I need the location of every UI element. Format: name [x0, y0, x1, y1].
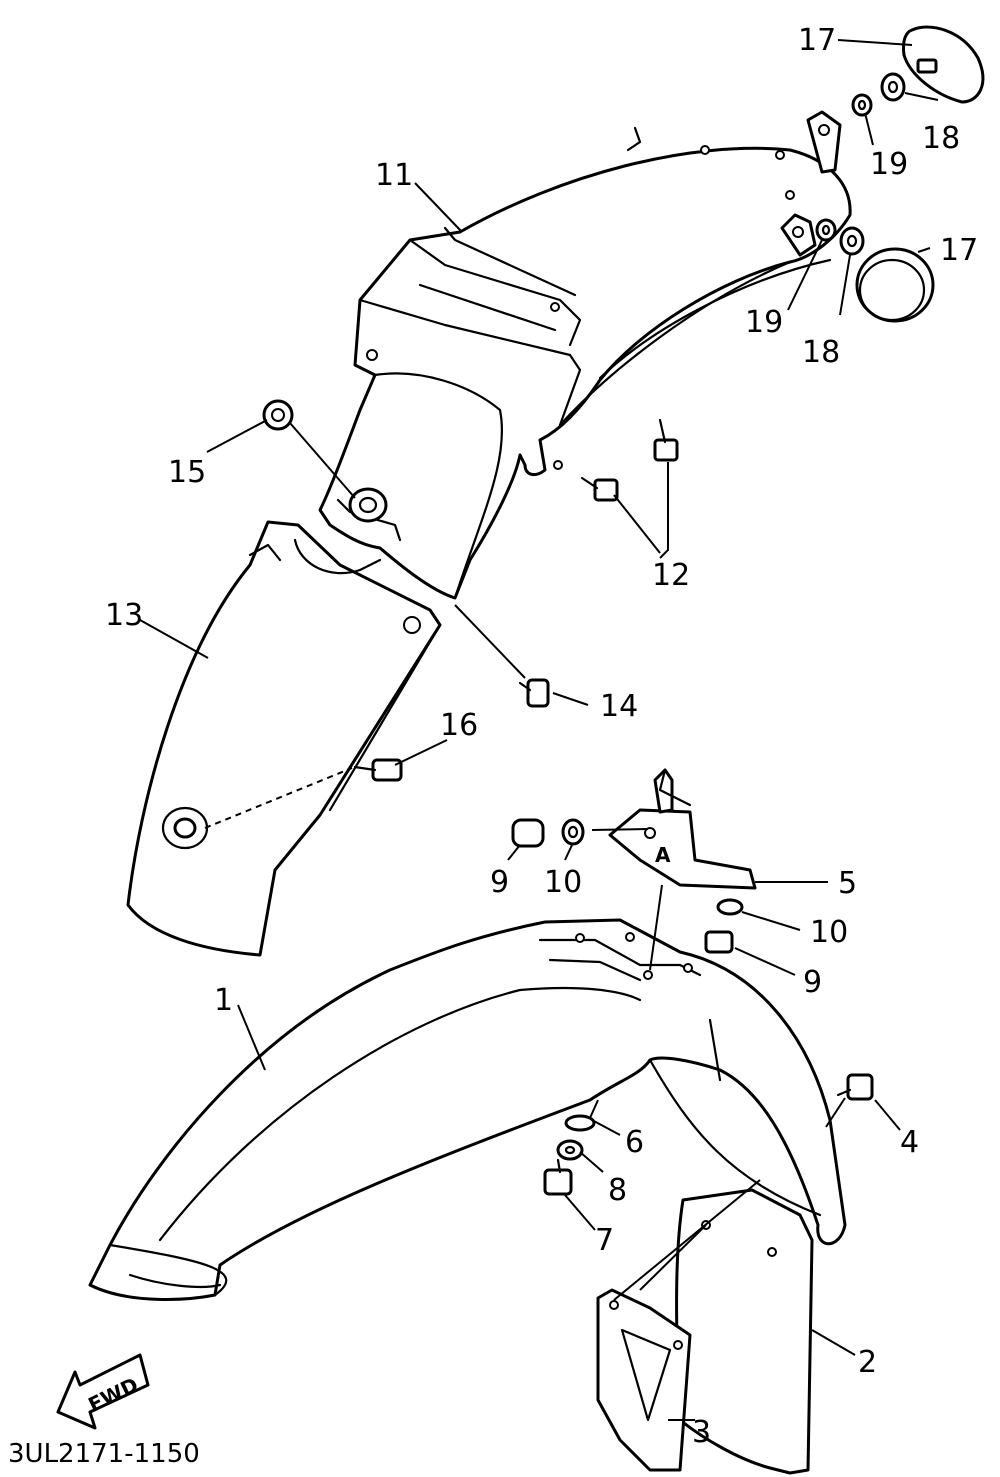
- bolt-14: [518, 678, 550, 708]
- collar-15-mount: [348, 487, 388, 523]
- callout-17-upper: 17: [798, 23, 836, 58]
- reflector-bracket-lower: [780, 213, 817, 257]
- svg-text:A: A: [655, 843, 671, 867]
- bolt-12b: [653, 418, 679, 462]
- washer-8: [556, 1139, 584, 1161]
- washers-upper: [851, 72, 906, 117]
- callout-12: 12: [652, 558, 690, 593]
- reflector-lower: [855, 247, 935, 323]
- bolt-4: [836, 1073, 874, 1101]
- callout-16: 16: [440, 708, 478, 743]
- callout-19-lower: 19: [745, 305, 783, 340]
- callout-17-lower: 17: [940, 233, 978, 268]
- bolt-12a: [580, 476, 619, 502]
- callout-2: 2: [858, 1345, 877, 1380]
- callout-numbers: 1 2 3 4 5 6 7 8 9 9 10 10 11 12 13 14 15…: [105, 23, 978, 1450]
- callout-13: 13: [105, 598, 143, 633]
- rear-flap: [126, 520, 442, 957]
- bolt-16: [353, 758, 403, 782]
- nut-15: [262, 399, 294, 431]
- callout-7: 7: [595, 1223, 614, 1258]
- callout-6: 6: [625, 1125, 644, 1160]
- callout-18-upper: 18: [922, 121, 960, 156]
- callout-9-lower: 9: [803, 965, 822, 1000]
- front-fender: [88, 918, 847, 1301]
- callout-4: 4: [900, 1125, 919, 1160]
- reflector-upper: [902, 25, 985, 104]
- fwd-arrow-icon: FWD: [56, 1353, 150, 1430]
- washer-10-upper: [561, 818, 585, 846]
- diagram-code: 3UL2171-1150: [8, 1439, 200, 1469]
- rear-fender: [318, 126, 852, 600]
- plate-3: [596, 1288, 692, 1472]
- reflector-bracket-upper: [806, 110, 842, 174]
- callout-1: 1: [214, 983, 233, 1018]
- callout-14: 14: [600, 689, 638, 724]
- callout-15: 15: [168, 455, 206, 490]
- bolt-7: [543, 1158, 573, 1196]
- plate-6: [564, 1114, 596, 1132]
- bolt-9-upper: [511, 818, 545, 848]
- callout-9-upper: 9: [490, 865, 509, 900]
- washer-10-lower: [716, 898, 744, 916]
- washers-lower: [815, 218, 865, 256]
- leader-lines: [139, 39, 939, 1421]
- callout-5: 5: [838, 866, 857, 901]
- callout-3: 3: [692, 1415, 711, 1450]
- callout-10-upper: 10: [544, 865, 582, 900]
- callout-10-lower: 10: [810, 915, 848, 950]
- callout-19-upper: 19: [870, 147, 908, 182]
- callout-11: 11: [375, 158, 413, 193]
- callout-8: 8: [608, 1173, 627, 1208]
- bolt-9-lower: [704, 930, 734, 954]
- callout-18-lower: 18: [802, 335, 840, 370]
